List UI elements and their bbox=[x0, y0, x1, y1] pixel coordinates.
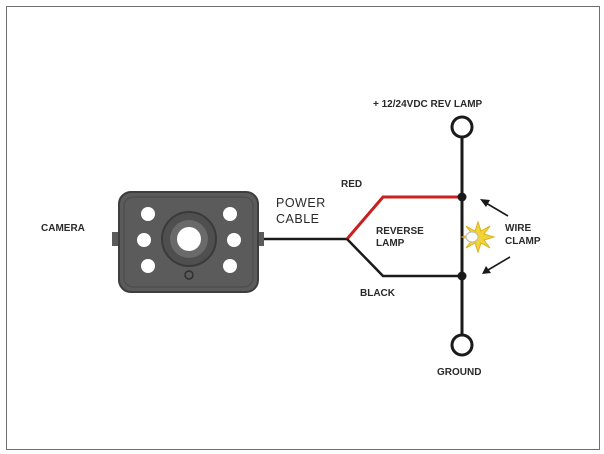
camera-left-tab bbox=[112, 232, 122, 246]
black-junction bbox=[457, 271, 467, 281]
spark-icon bbox=[460, 220, 496, 254]
arrow-down-line bbox=[487, 256, 511, 271]
ground-label: GROUND bbox=[437, 367, 481, 378]
power-cable-label-2: CABLE bbox=[276, 212, 320, 226]
reverse-lamp-label-1: REVERSE bbox=[376, 226, 424, 237]
camera-body-inner bbox=[123, 196, 254, 288]
wire-clamp-label-2: CLAMP bbox=[505, 236, 541, 247]
diagram-frame bbox=[6, 6, 600, 450]
power-cable-label-1: POWER bbox=[276, 196, 326, 210]
led-bottom-left bbox=[141, 259, 155, 273]
wire-clamp-arrows bbox=[480, 199, 511, 274]
ground-terminal bbox=[450, 333, 474, 357]
wire-clamp-label-1: WIRE bbox=[505, 223, 531, 234]
led-bottom-right bbox=[223, 259, 237, 273]
arrow-down-head bbox=[482, 266, 491, 274]
led-top-right bbox=[223, 207, 237, 221]
led-top-left bbox=[141, 207, 155, 221]
camera bbox=[112, 191, 264, 293]
led-mid-left bbox=[137, 233, 151, 247]
red-junction bbox=[457, 192, 467, 202]
red-wire-label: RED bbox=[341, 179, 362, 190]
lens bbox=[177, 227, 201, 251]
supply-label: + 12/24VDC REV LAMP bbox=[373, 99, 483, 110]
arrow-up-line bbox=[485, 202, 509, 217]
supply-terminal bbox=[450, 115, 474, 139]
arrow-up-head bbox=[480, 199, 490, 207]
led-mid-right bbox=[227, 233, 241, 247]
reverse-lamp-label-2: LAMP bbox=[376, 238, 405, 249]
mic-hole bbox=[184, 270, 194, 280]
black-wire-label: BLACK bbox=[360, 288, 396, 299]
black-wire bbox=[346, 238, 462, 278]
red-wire bbox=[345, 195, 462, 240]
camera-label: CAMERA bbox=[41, 223, 85, 234]
